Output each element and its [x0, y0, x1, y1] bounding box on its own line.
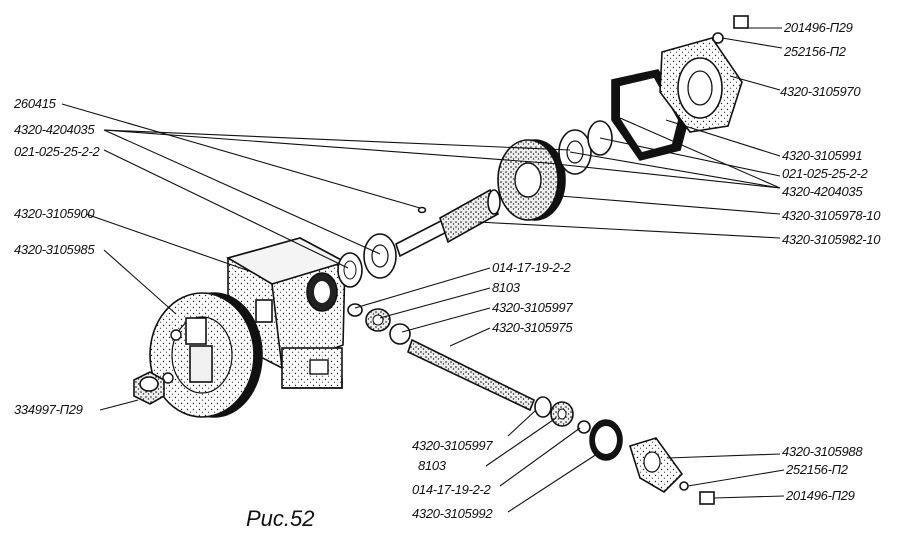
label-3105985: 4320-3105985 — [14, 242, 95, 257]
spacer-3105997-bottom — [534, 396, 552, 418]
cover-3105988 — [628, 437, 684, 494]
bearing-8103-top — [365, 308, 391, 332]
shaft-3105975 — [407, 338, 536, 412]
washer-252156-bottom — [679, 481, 689, 491]
gasket-3105992 — [589, 419, 623, 461]
label-3105992: 4320-3105992 — [412, 506, 493, 521]
pump-cover-3105985 — [149, 292, 263, 418]
label-334997: 334997-П29 — [14, 402, 83, 417]
part-labels: 201496-П29 252156-П2 4320-3105970 260415… — [13, 20, 882, 521]
label-021-left: 021-025-25-2-2 — [14, 144, 100, 159]
label-3105975: 4320-3105975 — [492, 320, 573, 335]
label-8103-top: 8103 — [492, 280, 521, 295]
label-201496-top: 201496-П29 — [783, 20, 853, 35]
label-260415: 260415 — [13, 96, 57, 111]
bolt-334997 — [133, 371, 165, 405]
oring-014-bottom — [577, 420, 591, 434]
label-3105991: 4320-3105991 — [782, 148, 862, 163]
label-8103-bottom: 8103 — [418, 458, 447, 473]
leader-lines — [61, 27, 785, 513]
thrust-washer-upper-left — [363, 233, 397, 279]
label-252156-top: 252156-П2 — [783, 44, 847, 59]
thrust-washer-upper-right — [558, 129, 592, 175]
figure-caption: Рис.52 — [246, 506, 315, 531]
washer-252156-top — [712, 32, 724, 44]
label-014-top: 014-17-19-2-2 — [492, 260, 572, 275]
seal-ring-upper-left — [337, 252, 363, 288]
label-3105997-top: 4320-3105997 — [492, 300, 573, 315]
oring-014-top — [347, 303, 363, 317]
label-3105988: 4320-3105988 — [782, 444, 863, 459]
bolt-201496-top — [733, 15, 749, 29]
label-201496-bottom: 201496-П29 — [785, 488, 855, 503]
spacer-3105997-top — [389, 323, 411, 345]
label-4204035-right: 4320-4204035 — [782, 184, 863, 199]
bolt-201496-bottom — [699, 491, 715, 505]
label-252156-bottom: 252156-П2 — [785, 462, 849, 477]
label-014-bottom: 014-17-19-2-2 — [412, 482, 492, 497]
bearing-8103-bottom — [550, 401, 574, 427]
splined-shaft-3105982 — [395, 188, 501, 258]
gear-3105978 — [497, 139, 566, 221]
label-4204035-left: 4320-4204035 — [14, 122, 95, 137]
label-3105978: 4320-3105978-10 — [782, 208, 881, 223]
label-3105900: 4320-3105900 — [14, 206, 95, 221]
label-3105997-bottom: 4320-3105997 — [412, 438, 493, 453]
ring-260415 — [417, 206, 427, 214]
label-021-right: 021-025-25-2-2 — [782, 166, 868, 181]
label-3105970: 4320-3105970 — [780, 84, 861, 99]
label-3105982: 4320-3105982-10 — [782, 232, 881, 247]
cover-3105970 — [659, 37, 743, 133]
